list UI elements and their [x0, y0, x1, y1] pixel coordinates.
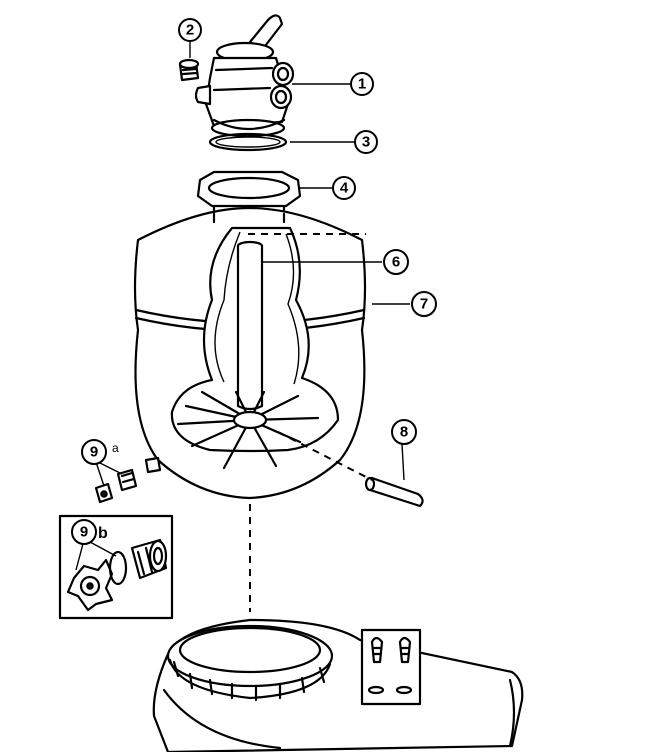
- base-screws-inset: [360, 628, 422, 706]
- callout-9b: 9 b: [71, 519, 108, 545]
- callout-7-label: 7: [420, 296, 428, 313]
- callout-3: 3: [354, 130, 378, 154]
- callout-6: 6: [383, 249, 409, 275]
- drain-tube: [364, 476, 424, 508]
- callout-9a: 9 a: [81, 439, 119, 465]
- standpipe-and-laterals: [176, 240, 320, 470]
- callout-4-label: 4: [340, 180, 349, 197]
- callout-1: 1: [350, 72, 374, 96]
- callout-2-label: 2: [186, 22, 194, 39]
- callout-8: 8: [391, 419, 417, 445]
- drain-assembly-a: [94, 456, 162, 504]
- valve-o-ring: [208, 132, 288, 152]
- filter-base: [152, 618, 524, 752]
- callout-7: 7: [411, 291, 437, 317]
- callout-6-label: 6: [392, 254, 400, 271]
- callout-9b-label: 9: [80, 524, 88, 541]
- callout-9b-sublabel: b: [98, 525, 108, 542]
- drain-assembly-b-inset: [58, 514, 174, 620]
- pressure-gauge-plug: [178, 58, 200, 82]
- callout-leaders: [75, 42, 410, 571]
- callout-2: 2: [178, 18, 202, 42]
- callout-9a-label: 9: [90, 444, 98, 461]
- callout-4: 4: [332, 176, 356, 200]
- callout-3-label: 3: [362, 134, 370, 151]
- callout-9a-sublabel: a: [112, 441, 119, 455]
- tank-flange: [196, 170, 302, 221]
- multiport-valve: [194, 14, 295, 138]
- callout-1-label: 1: [358, 76, 366, 93]
- callout-8-label: 8: [400, 424, 408, 441]
